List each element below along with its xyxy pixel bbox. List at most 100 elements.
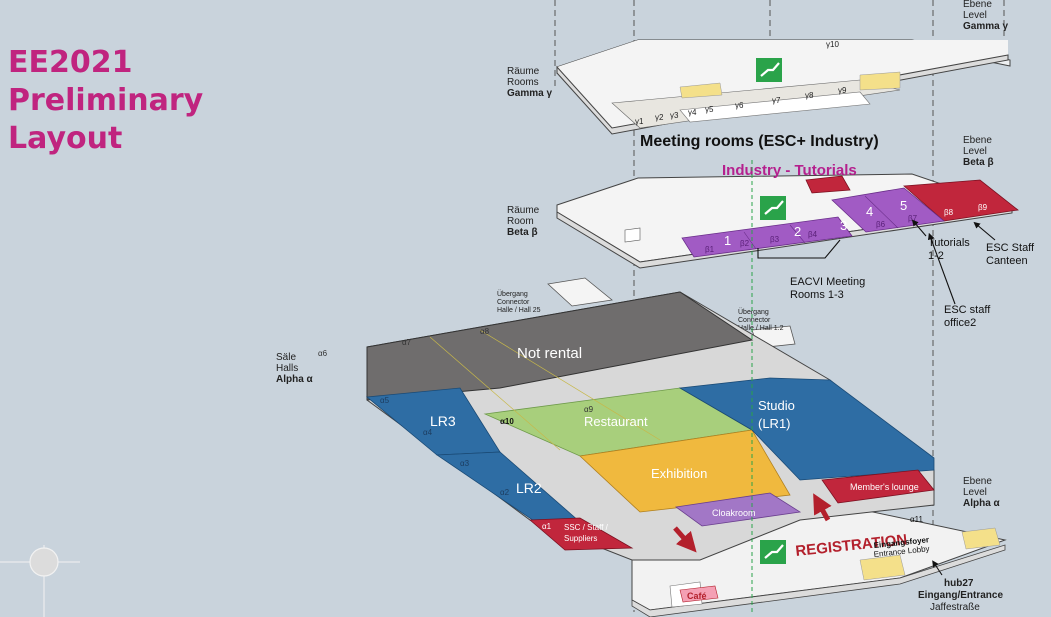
connector-hall25-name: Halle / Hall 25 xyxy=(497,307,541,314)
alpha-hall-codes: α1 α2 α3 α4 α5 α6 α7 α8 α9 α10 α11 xyxy=(318,327,923,531)
staff-room-top xyxy=(805,175,851,194)
lr2-label: LR2 xyxy=(516,480,542,496)
red-arrow-right xyxy=(813,493,832,522)
room-code-beta9: β9 xyxy=(978,203,988,212)
members-lounge-label: Member's lounge xyxy=(850,482,919,492)
beta-level-en: Level xyxy=(963,146,987,157)
hall-code-alpha4: α4 xyxy=(423,428,433,437)
tutorials-annotation: Tutorials 1-2 xyxy=(928,237,970,262)
hall-code-alpha1: α1 xyxy=(542,522,552,531)
esc-staff-canteen-room xyxy=(903,179,1019,222)
hall-code-alpha7: α7 xyxy=(402,338,412,347)
hall-code-alpha8: α8 xyxy=(480,327,490,336)
industry-tutorials-caption: Industry - Tutorials xyxy=(722,162,857,179)
beta-rooms-name: Beta β xyxy=(507,227,538,238)
alpha-level-name: Alpha α xyxy=(963,498,1001,509)
restaurant-label: Restaurant xyxy=(584,414,648,429)
gamma-level-en: Level xyxy=(963,10,987,21)
staff-office-line-2: office2 xyxy=(944,317,976,329)
entrance-label: hub27 Eingang/Entrance Jaffestraße xyxy=(918,560,1003,613)
gamma-level-label: Ebene Level Gamma γ xyxy=(963,0,1008,32)
gamma-floor xyxy=(556,39,1011,135)
hall-code-alpha9: α9 xyxy=(584,405,594,414)
beta-level-de: Ebene xyxy=(963,135,992,146)
red-arrow-left xyxy=(673,526,697,553)
gamma-rooms-label: Räume Rooms Gamma γ xyxy=(507,66,552,99)
connector-hall12-name: Halle / Hall 1.2 xyxy=(738,325,784,332)
ssc-staff-room xyxy=(528,517,634,551)
room-code-gamma5: γ5 xyxy=(705,105,714,114)
tutorials-line-2: 1-2 xyxy=(928,250,944,262)
cloakroom-label: Cloakroom xyxy=(712,508,756,518)
connector-hall25: Übergang Connector Halle / Hall 25 xyxy=(497,277,613,314)
studio-label-line-2: (LR1) xyxy=(758,416,791,431)
beta-room-4: 4 xyxy=(866,204,873,219)
not-rental-hall xyxy=(366,291,754,401)
hall-code-alpha6: α6 xyxy=(318,349,328,358)
cafe-area xyxy=(679,585,719,603)
room-code-gamma7: γ7 xyxy=(772,96,781,105)
gamma-level-de: Ebene xyxy=(963,0,992,10)
eacvi-line-1: EACVI Meeting xyxy=(790,276,865,288)
studio-hall xyxy=(678,377,935,481)
connector-hall25-de: Übergang xyxy=(497,290,528,298)
page-title: EE2021 Preliminary Layout xyxy=(8,44,208,158)
gamma-rooms-de: Räume xyxy=(507,66,540,77)
not-rental-label: Not rental xyxy=(517,345,582,362)
entrance-hub: hub27 xyxy=(944,578,974,589)
staff-office-line-1: ESC staff xyxy=(944,304,991,316)
cafe-label: Café xyxy=(687,591,707,601)
cloakroom xyxy=(674,492,802,527)
room-code-beta8: β8 xyxy=(944,208,954,217)
room-code-gamma1: γ1 xyxy=(635,117,644,126)
beta-rooms-de: Räume xyxy=(507,205,540,216)
alpha-halls-label: Säle Halls Alpha α xyxy=(276,352,314,385)
beta-room-1: 1 xyxy=(724,233,731,248)
room-code-gamma8: γ8 xyxy=(805,91,814,100)
members-lounge xyxy=(821,469,935,504)
canteen-line-1: ESC Staff xyxy=(986,242,1035,254)
alpha-halls-de: Säle xyxy=(276,352,296,363)
exhibition-hall xyxy=(579,429,791,513)
room-code-gamma3: γ3 xyxy=(670,111,679,120)
canteen-line-2: Canteen xyxy=(986,255,1028,267)
canteen-annotation: ESC Staff Canteen xyxy=(986,242,1035,267)
gamma-room-codes: γ1 γ2 γ3 γ4 γ5 γ6 γ7 γ8 γ9 γ10 xyxy=(635,40,847,126)
hall-code-alpha3: α3 xyxy=(460,459,470,468)
beta-rooms-en: Room xyxy=(507,216,534,227)
alpha-halls-name: Alpha α xyxy=(276,374,314,385)
hall-code-alpha10: α10 xyxy=(500,417,514,426)
hall-code-alpha5: α5 xyxy=(380,396,390,405)
beta-room-3: 3 xyxy=(840,218,847,233)
room-code-beta4: β4 xyxy=(808,230,818,239)
alpha-hall-labels: Not rental LR3 LR2 Restaurant Studio (LR… xyxy=(430,345,919,543)
hall-code-alpha2: α2 xyxy=(500,488,510,497)
alpha-halls-en: Halls xyxy=(276,363,298,374)
room-code-gamma10: γ10 xyxy=(826,40,839,49)
entrance-street: Jaffestraße xyxy=(930,602,980,613)
room-code-beta3: β3 xyxy=(770,235,780,244)
room-code-beta1: β1 xyxy=(705,245,715,254)
beta-rooms-label: Räume Room Beta β xyxy=(507,205,540,238)
eacvi-meeting-rooms xyxy=(681,216,853,258)
room-code-gamma2: γ2 xyxy=(655,113,664,122)
slide-decoration xyxy=(0,545,80,617)
gamma-caption: Meeting rooms (ESC+ Industry) xyxy=(640,133,879,150)
eacvi-annotation: EACVI Meeting Rooms 1-3 xyxy=(790,276,865,301)
beta-level-name: Beta β xyxy=(963,157,994,168)
beta-room-2: 2 xyxy=(794,224,801,239)
gamma-rooms-name: Gamma γ xyxy=(507,88,552,99)
room-code-beta7: β7 xyxy=(908,214,918,223)
staff-office-annotation: ESC staff office2 xyxy=(944,304,991,329)
room-code-gamma6: γ6 xyxy=(735,101,744,110)
alpha-level-en: Level xyxy=(963,487,987,498)
annotation-arrows xyxy=(757,219,996,305)
beta-room-5: 5 xyxy=(900,198,907,213)
studio-label-line-1: Studio xyxy=(758,398,795,413)
gamma-level-name: Gamma γ xyxy=(963,21,1008,32)
room-code-beta2: β2 xyxy=(740,239,750,248)
entrance-label-line: Eingang/Entrance xyxy=(918,590,1003,601)
ssc-label-line-2: Suppliers xyxy=(564,534,597,543)
connector-hall12-en: Connector xyxy=(738,317,771,324)
